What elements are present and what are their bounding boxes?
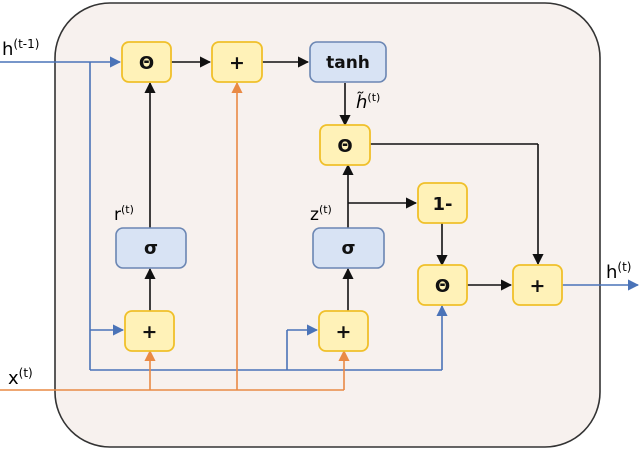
add-update-symbol: + — [336, 321, 352, 343]
node-mult-update: Θ — [319, 124, 371, 166]
output-h-label: h(t) — [606, 260, 632, 283]
cell-panel — [54, 2, 601, 448]
add-out-symbol: + — [530, 275, 546, 297]
node-add-reset: + — [124, 310, 175, 352]
mult-reset-symbol: Θ — [139, 53, 154, 74]
node-mult-reset: Θ — [121, 41, 172, 83]
input-h-prev-label: h(t-1) — [2, 37, 39, 60]
node-one-minus: 1- — [417, 182, 468, 224]
one-minus-symbol: 1- — [433, 194, 453, 215]
sigma-update-symbol: σ — [341, 238, 355, 259]
add-candidate-symbol: + — [229, 52, 245, 74]
node-add-out: + — [512, 264, 563, 306]
candidate-state-label: h̃(t) — [356, 91, 380, 113]
node-tanh: tanh — [309, 41, 387, 83]
sigma-reset-symbol: σ — [144, 238, 158, 259]
hidden-state-lines — [0, 56, 640, 371]
reset-gate-label: r(t) — [114, 203, 134, 225]
node-mult-prev: Θ — [417, 264, 468, 306]
input-x-label: x(t) — [8, 366, 33, 389]
tanh-label: tanh — [326, 53, 370, 73]
mult-prev-symbol: Θ — [435, 276, 450, 297]
internal-lines — [144, 56, 544, 311]
mult-update-symbol: Θ — [337, 136, 352, 157]
add-reset-symbol: + — [142, 321, 158, 343]
update-gate-label: z(t) — [310, 203, 332, 225]
input-lines — [0, 81, 350, 391]
node-add-candidate: + — [211, 41, 263, 83]
node-sigma-reset: σ — [115, 227, 187, 269]
node-add-update: + — [318, 310, 369, 352]
node-sigma-update: σ — [312, 227, 385, 269]
